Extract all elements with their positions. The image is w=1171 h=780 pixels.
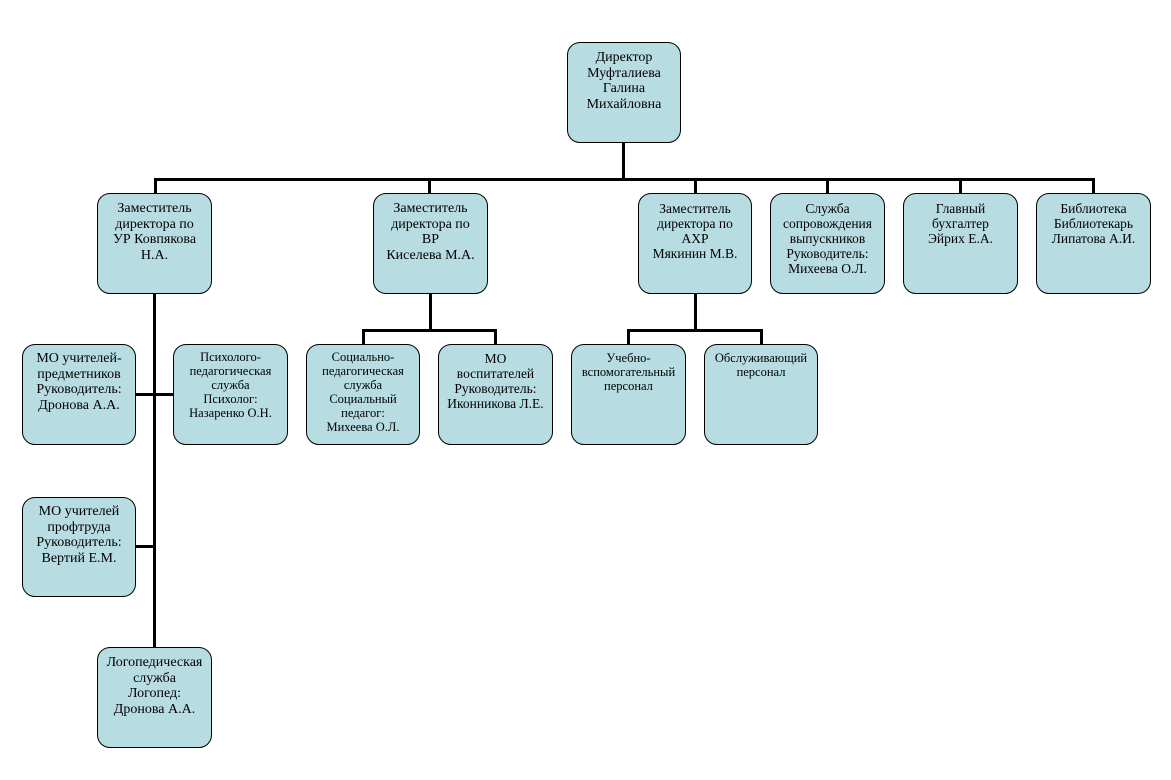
connector-drop-graduates [826, 178, 829, 194]
connector-vr-drop-left [362, 329, 365, 345]
node-support-staff: Учебно- вспомогательный персонал [571, 344, 686, 445]
connector-drop-deputy-ahr [694, 178, 697, 194]
node-deputy-vr: Заместитель директора по ВР Киселева М.А… [373, 193, 488, 294]
connector-vr-drop-right [494, 329, 497, 345]
connector-vr-bus [362, 329, 497, 332]
connector-ahr-bus [627, 329, 763, 332]
node-chief-accountant: Главный бухгалтер Эйрих Е.А. [903, 193, 1018, 294]
node-deputy-ur: Заместитель директора по УР Ковпякова Н.… [97, 193, 212, 294]
connector-ahr-drop-left [627, 329, 630, 345]
connector-ahr-down [694, 294, 697, 331]
node-mo-subject-teachers: МО учителей- предметников Руководитель: … [22, 344, 136, 445]
connector-ur-branch-1 [135, 393, 175, 396]
connector-ahr-drop-right [760, 329, 763, 345]
node-service-staff: Обслуживающий персонал [704, 344, 818, 445]
connector-ur-branch-2 [135, 545, 155, 548]
node-director: Директор Муфталиева Галина Михайловна [567, 42, 681, 143]
node-social-service: Социально- педагогическая служба Социаль… [306, 344, 420, 445]
connector-drop-accountant [959, 178, 962, 194]
node-graduates-service: Служба сопровождения выпускников Руковод… [770, 193, 885, 294]
connector-ur-trunk [153, 293, 156, 649]
node-psych-service: Психолого- педагогическая служба Психоло… [173, 344, 288, 445]
connector-drop-library [1092, 178, 1095, 194]
connector-top-bus [154, 178, 1095, 181]
node-mo-educators: МО воспитателей Руководитель: Иконникова… [438, 344, 553, 445]
connector-director-down [622, 142, 625, 179]
node-speech-service: Логопедическая служба Логопед: Дронова А… [97, 647, 212, 748]
connector-drop-deputy-ur [154, 178, 157, 194]
node-library: Библиотека Библиотекарь Липатова А.И. [1036, 193, 1151, 294]
node-mo-labor-teachers: МО учителей профтруда Руководитель: Верт… [22, 497, 136, 597]
node-deputy-ahr: Заместитель директора по АХР Мякинин М.В… [638, 193, 752, 294]
connector-vr-down [429, 294, 432, 331]
connector-drop-deputy-vr [428, 178, 431, 194]
